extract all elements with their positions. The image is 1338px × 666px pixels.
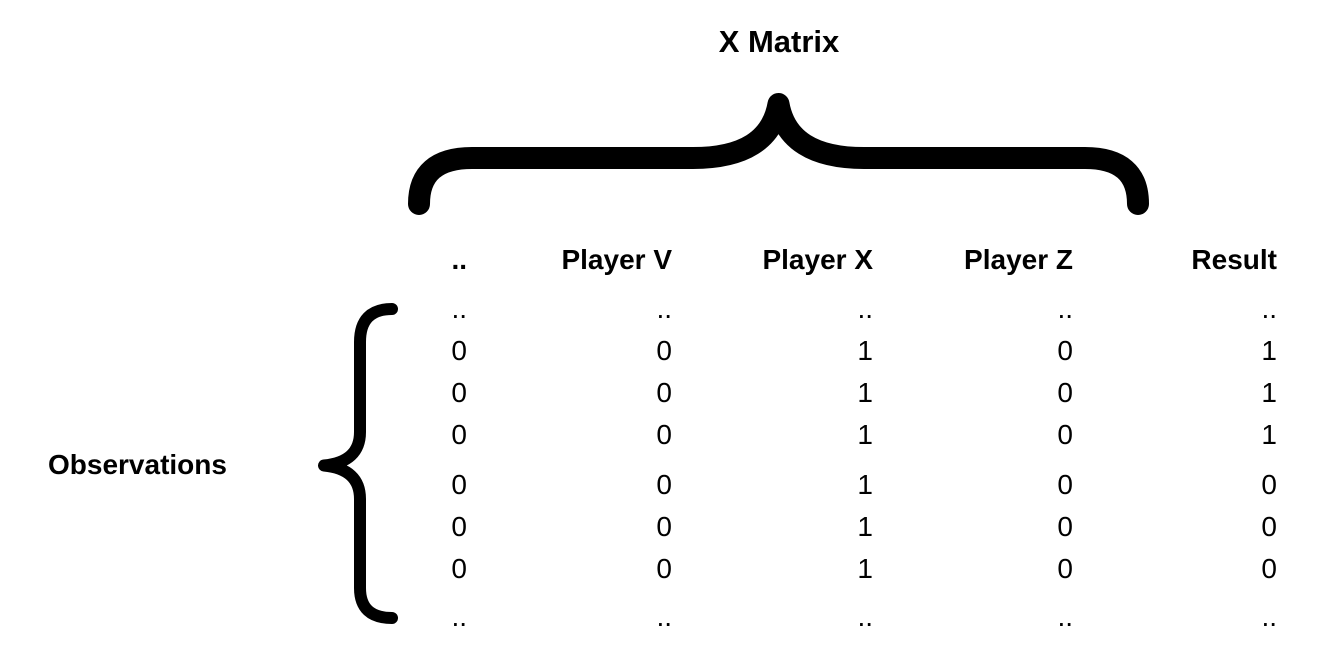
table-cell: 0 — [451, 377, 467, 408]
table-cell: 0 — [451, 553, 467, 584]
table-cell: 1 — [857, 335, 873, 366]
table-cell: .. — [857, 293, 873, 324]
table-cell: 1 — [857, 511, 873, 542]
table-cell: 0 — [1261, 553, 1277, 584]
table-cell: .. — [451, 601, 467, 632]
table-cell: .. — [656, 601, 672, 632]
table-row: .. .. .. .. .. — [410, 596, 1277, 638]
table-row: 0 0 1 0 0 — [410, 548, 1277, 590]
table-cell: .. — [656, 293, 672, 324]
table-row: 0 0 1 0 0 — [410, 464, 1277, 506]
observations-label: Observations — [48, 449, 227, 480]
table-cell: 0 — [1261, 511, 1277, 542]
table-cell: .. — [1057, 601, 1073, 632]
table-cell: 1 — [1261, 377, 1277, 408]
table-cell: 0 — [656, 377, 672, 408]
table-cell: 0 — [1057, 469, 1073, 500]
table-cell: 0 — [451, 511, 467, 542]
table-header-row: .. Player V Player X Player Z Result — [410, 240, 1277, 280]
column-header-player-v: Player V — [561, 244, 672, 275]
column-header-dots: .. — [451, 244, 467, 275]
table-cell: 0 — [1057, 419, 1073, 450]
table-cell: .. — [1261, 601, 1277, 632]
table-cell: 0 — [1261, 469, 1277, 500]
table-cell: 0 — [451, 469, 467, 500]
table-cell: 0 — [451, 419, 467, 450]
table-cell: 1 — [857, 419, 873, 450]
table-cell: 0 — [656, 419, 672, 450]
table-cell: 0 — [656, 335, 672, 366]
table-cell: .. — [1261, 293, 1277, 324]
table-cell: 0 — [1057, 377, 1073, 408]
table-row: 0 0 1 0 1 — [410, 414, 1277, 456]
table-cell: 1 — [1261, 335, 1277, 366]
table-row: 0 0 1 0 1 — [410, 330, 1277, 372]
table-cell: .. — [451, 293, 467, 324]
column-header-player-x: Player X — [762, 244, 873, 275]
column-header-player-z: Player Z — [964, 244, 1073, 275]
table-cell: .. — [1057, 293, 1073, 324]
table-cell: 0 — [451, 335, 467, 366]
table-cell: 0 — [1057, 511, 1073, 542]
table-cell: 1 — [857, 469, 873, 500]
table-row: 0 0 1 0 1 — [410, 372, 1277, 414]
table-cell: 1 — [1261, 419, 1277, 450]
table-cell: 0 — [656, 469, 672, 500]
table-cell: .. — [857, 601, 873, 632]
table-cell: 0 — [656, 553, 672, 584]
table-row: 0 0 1 0 0 — [410, 506, 1277, 548]
top-brace — [408, 93, 1149, 215]
column-header-result: Result — [1191, 244, 1277, 275]
diagram-title: X Matrix — [718, 24, 840, 59]
table-cell: 0 — [656, 511, 672, 542]
observations-brace — [318, 303, 398, 624]
table-row: .. .. .. .. .. — [410, 288, 1277, 330]
table-cell: 1 — [857, 553, 873, 584]
table-cell: 1 — [857, 377, 873, 408]
table-cell: 0 — [1057, 335, 1073, 366]
table-cell: 0 — [1057, 553, 1073, 584]
matrix-table: .. Player V Player X Player Z Result .. … — [410, 240, 1277, 638]
